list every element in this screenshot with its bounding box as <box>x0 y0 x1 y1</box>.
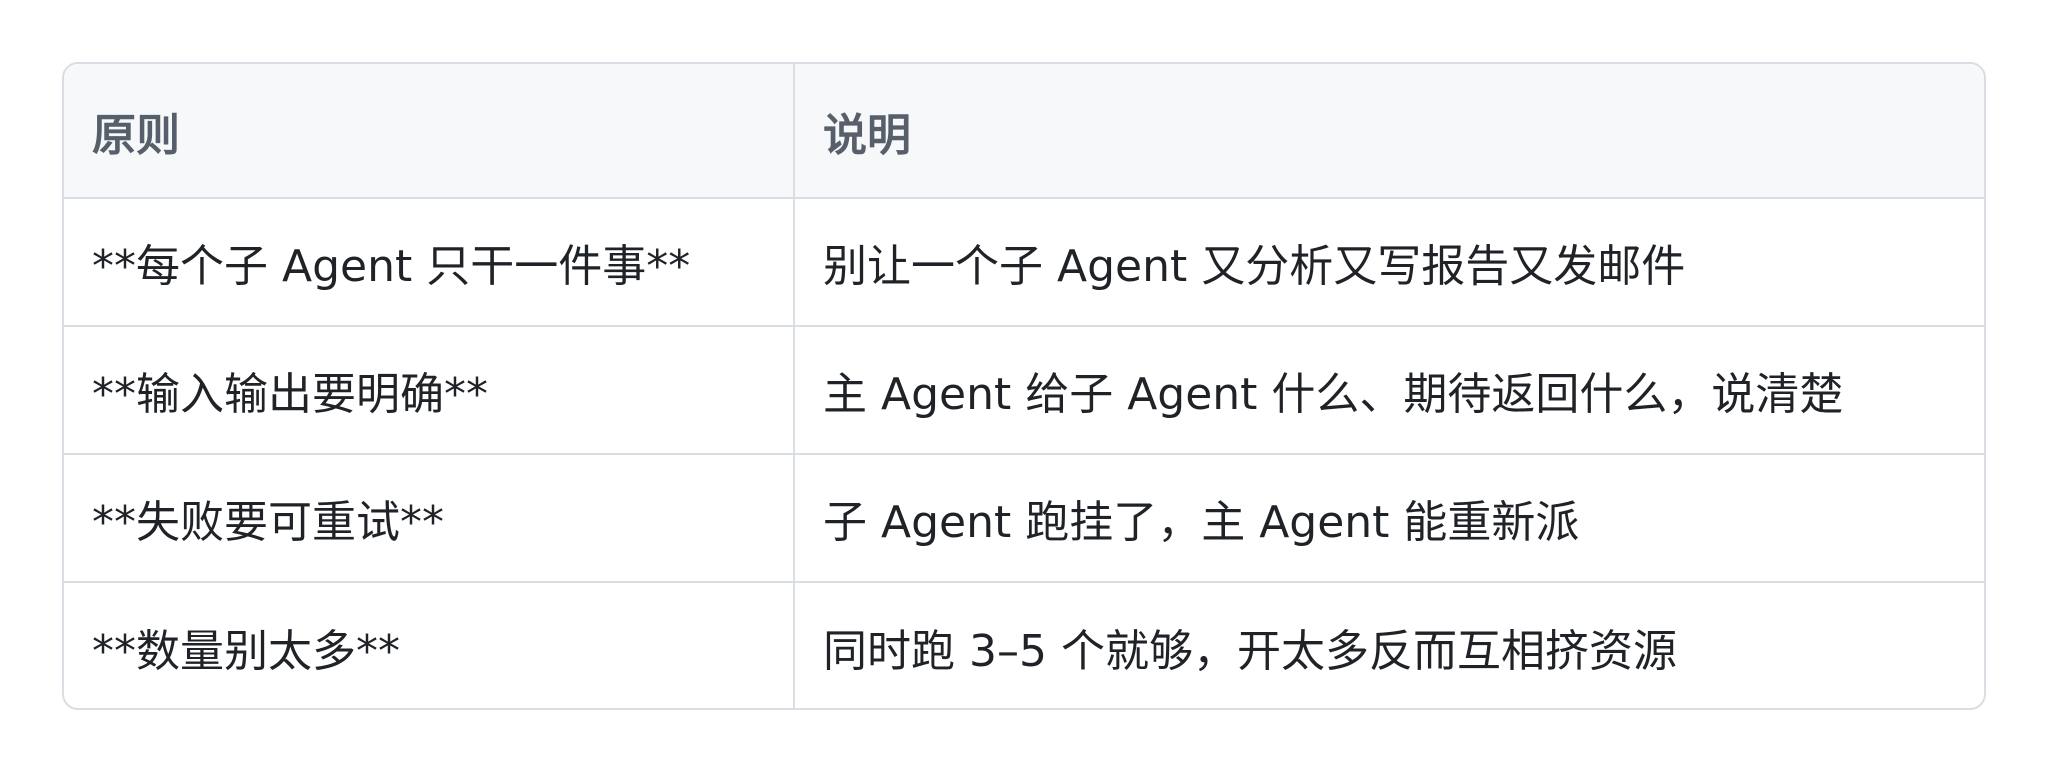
description-cell: 子 Agent 跑挂了，主 Agent 能重新派 <box>793 454 1984 583</box>
principle-cell: **失败要可重试** <box>64 454 794 583</box>
table-header-row: 原则 说明 <box>64 64 1984 199</box>
description-cell: 别让一个子 Agent 又分析又写报告又发邮件 <box>793 198 1984 327</box>
principle-cell: **每个子 Agent 只干一件事** <box>64 198 794 327</box>
principles-table-container: 原则 说明 **每个子 Agent 只干一件事** 别让一个子 Agent 又分… <box>62 62 1986 710</box>
table-row: **数量别太多** 同时跑 3–5 个就够，开太多反而互相挤资源 <box>64 582 1984 708</box>
table-row: **输入输出要明确** 主 Agent 给子 Agent 什么、期待返回什么，说… <box>64 326 1984 455</box>
table-row: **失败要可重试** 子 Agent 跑挂了，主 Agent 能重新派 <box>64 454 1984 583</box>
description-cell: 主 Agent 给子 Agent 什么、期待返回什么，说清楚 <box>793 326 1984 455</box>
principle-cell: **数量别太多** <box>92 625 400 677</box>
description-cell: 同时跑 3–5 个就够，开太多反而互相挤资源 <box>793 582 1984 708</box>
table-row: **每个子 Agent 只干一件事** 别让一个子 Agent 又分析又写报告又… <box>64 198 1984 327</box>
principles-table: 原则 说明 **每个子 Agent 只干一件事** 别让一个子 Agent 又分… <box>64 64 1984 708</box>
column-header-description: 说明 <box>793 64 1984 199</box>
column-header-principle: 原则 <box>64 64 794 199</box>
principle-cell: **输入输出要明确** <box>64 326 794 455</box>
